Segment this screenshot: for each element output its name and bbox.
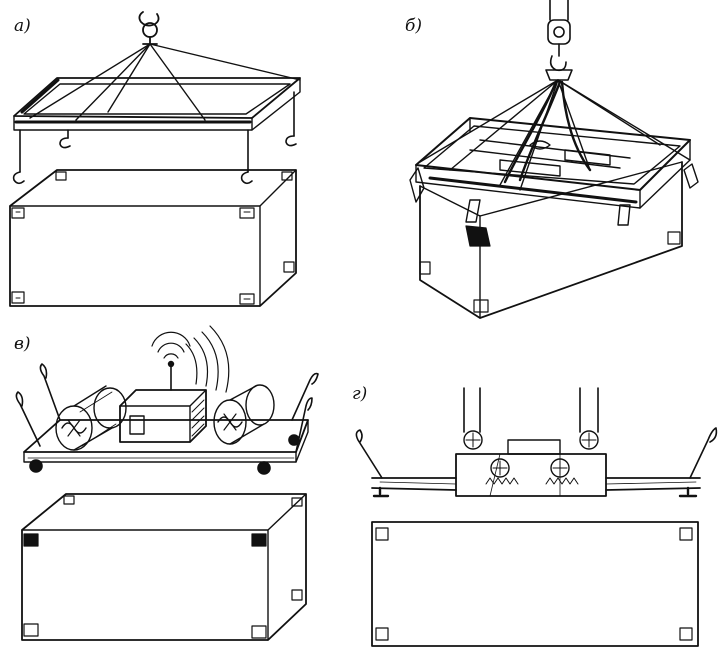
- panel-b: [410, 0, 698, 318]
- panel-g-beam: [372, 478, 700, 490]
- panel-b-crane-hook: [546, 0, 572, 80]
- panel-b-label: б): [405, 16, 423, 36]
- panel-b-traverse-frame: [410, 118, 698, 225]
- panel-v-radio-waves: [152, 326, 229, 392]
- panel-a-crane-hook: [139, 12, 158, 44]
- panel-v-control-box: [120, 390, 206, 442]
- panel-a-frame-hooks: [14, 92, 296, 183]
- panel-v: [16, 326, 318, 640]
- panel-g-sheaves: [464, 431, 598, 449]
- panel-a-container: [10, 170, 296, 306]
- panel-v-left-drum: [56, 386, 126, 450]
- panel-g-container: [372, 522, 698, 646]
- panel-a-slings: [30, 44, 300, 120]
- panel-a-label: а): [14, 16, 31, 36]
- panel-b-container: [420, 162, 682, 318]
- panel-g-ropes: [464, 388, 598, 432]
- panel-v-container: [22, 494, 306, 640]
- panel-v-grab-levers: [16, 364, 318, 474]
- panel-v-right-drum: [214, 385, 274, 444]
- panel-v-platform: [24, 420, 308, 462]
- panel-g-grab-levers: [356, 428, 716, 496]
- panel-g-label: г): [352, 384, 368, 404]
- panel-g: [356, 388, 716, 646]
- panel-v-label: в): [14, 334, 31, 354]
- panel-a-traverse-frame: [14, 78, 300, 130]
- panel-a: [10, 12, 300, 306]
- panel-g-housing: [456, 440, 606, 496]
